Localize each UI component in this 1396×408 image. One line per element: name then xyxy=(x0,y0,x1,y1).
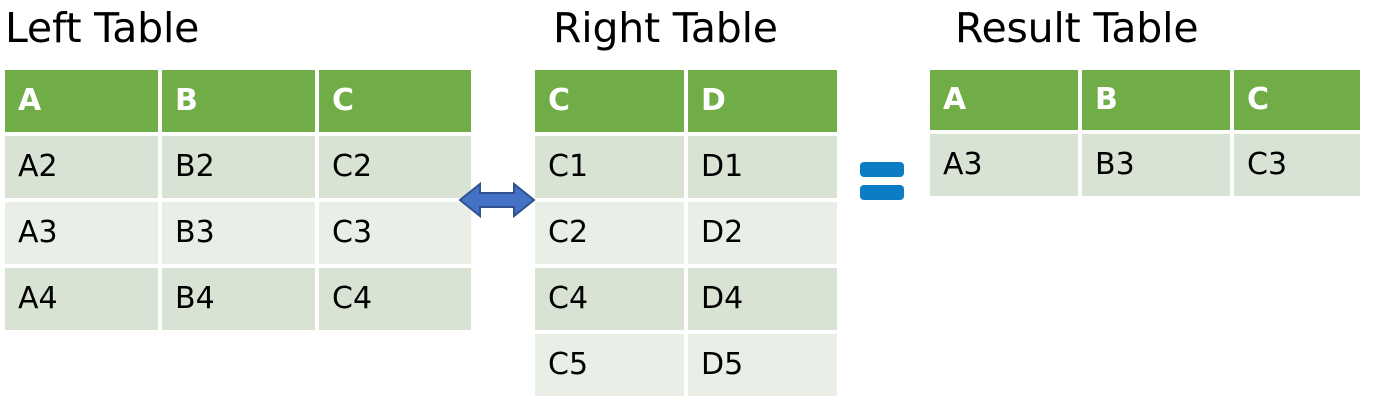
right-table-cell: C1 xyxy=(535,136,684,198)
left-table-cell: B3 xyxy=(162,202,315,264)
left-table-cell: B2 xyxy=(162,136,315,198)
left-table-header-a: A xyxy=(5,70,158,132)
left-table-cell: A2 xyxy=(5,136,158,198)
right-table-grid: C D C1 D1 C2 D2 C4 D4 C5 D5 xyxy=(535,70,837,396)
right-table-cell: D4 xyxy=(688,268,837,330)
left-table-title: Left Table xyxy=(5,4,200,52)
table-row: C1 D1 xyxy=(535,136,837,198)
left-table-cell: C2 xyxy=(319,136,471,198)
table-row: C5 D5 xyxy=(535,334,837,396)
left-table-cell: C4 xyxy=(319,268,471,330)
right-table-cell: C2 xyxy=(535,202,684,264)
result-table-header-a: A xyxy=(930,70,1078,130)
result-table-cell: B3 xyxy=(1082,134,1230,196)
right-table-title: Right Table xyxy=(553,4,778,52)
result-table-header-b: B xyxy=(1082,70,1230,130)
left-table-cell: B4 xyxy=(162,268,315,330)
table-row: A3 B3 C3 xyxy=(930,134,1360,196)
right-table-header-c: C xyxy=(535,70,684,132)
double-headed-arrow-icon xyxy=(458,178,536,222)
right-table-cell: D2 xyxy=(688,202,837,264)
left-table-cell: C3 xyxy=(319,202,471,264)
left-table-cell: A3 xyxy=(5,202,158,264)
left-table-header-b: B xyxy=(162,70,315,132)
result-table-header-c: C xyxy=(1234,70,1360,130)
table-row: A3 B3 C3 xyxy=(5,202,471,264)
right-table-cell: C5 xyxy=(535,334,684,396)
result-table-grid: A B C A3 B3 C3 xyxy=(930,70,1360,196)
right-table-header-row: C D xyxy=(535,70,837,132)
equals-bar-bottom xyxy=(860,185,904,200)
equals-sign-icon xyxy=(860,160,906,204)
left-table-header-c: C xyxy=(319,70,471,132)
result-table-header-row: A B C xyxy=(930,70,1360,130)
right-table-cell: D5 xyxy=(688,334,837,396)
left-table-header-row: A B C xyxy=(5,70,471,132)
left-table-grid: A B C A2 B2 C2 A3 B3 C3 A4 B4 C4 xyxy=(5,70,471,330)
result-table-cell: A3 xyxy=(930,134,1078,196)
table-row: C2 D2 xyxy=(535,202,837,264)
result-table-title: Result Table xyxy=(955,4,1199,52)
result-table-cell: C3 xyxy=(1234,134,1360,196)
right-table-header-d: D xyxy=(688,70,837,132)
table-row: C4 D4 xyxy=(535,268,837,330)
table-row: A2 B2 C2 xyxy=(5,136,471,198)
right-table-cell: D1 xyxy=(688,136,837,198)
right-table-cell: C4 xyxy=(535,268,684,330)
left-table-cell: A4 xyxy=(5,268,158,330)
table-row: A4 B4 C4 xyxy=(5,268,471,330)
equals-bar-top xyxy=(860,162,904,177)
